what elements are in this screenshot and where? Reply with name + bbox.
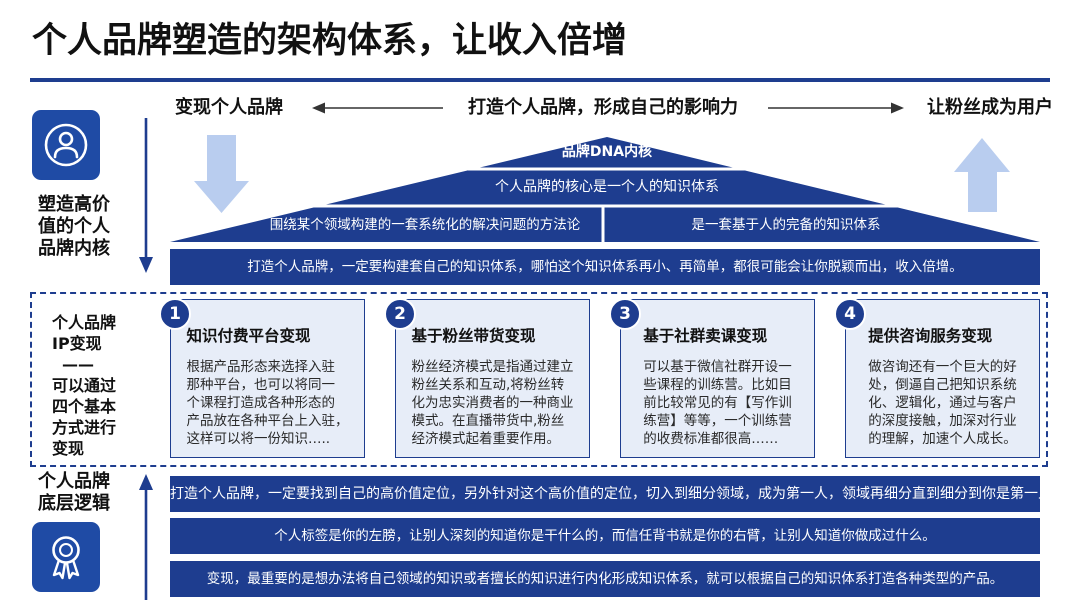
- title-divider: [30, 78, 1050, 82]
- method-card-text: 些课程的训练营。比如目: [643, 377, 792, 393]
- medal-icon-box: [32, 522, 100, 592]
- method-card-text: 根据产品形态来选择入驻: [186, 359, 336, 375]
- method-card-text: 做咨询还有一个巨大的好: [868, 359, 1017, 375]
- method-card-text: 化为忠实消费者的一种商业: [411, 395, 574, 411]
- foundation-bar-knowledge: 变现，最重要的是想办法将自己领域的知识或者擅长的知识进行内化形成知识体系，就可以…: [170, 561, 1040, 597]
- method-card-text: 的收费标准都很高……: [643, 431, 779, 447]
- method-card-text: 可以基于微信社群开设一: [643, 359, 792, 375]
- method-card-title: 提供咨询服务变现: [868, 327, 993, 345]
- flow-right-label: 让粉丝成为用户: [927, 97, 1053, 118]
- roof-base-bar: 打造个人品牌，一定要构建套自己的知识体系，哪怕这个知识体系再小、再简单，都很可能…: [170, 249, 1040, 285]
- foundation-label-line: 个人品牌: [38, 471, 110, 492]
- foundation-direction-arrowhead: [139, 474, 153, 490]
- monetization-section-label: 个人品牌 IP变现 —— 可以通过 四个基本 方式进行 变现: [52, 312, 116, 459]
- method-card-1: 1 知识付费平台变现 根据产品形态来选择入驻 那种平台，也可以将同一 个课程打造…: [159, 298, 365, 458]
- method-card-text: 产品放在各种平台上入驻，: [186, 413, 349, 429]
- method-card-text: 前比较常见的有【写作训: [643, 395, 792, 411]
- monetization-dashed-frame: [30, 292, 1048, 467]
- core-section-label: 塑造高价 值的个人 品牌内核: [38, 194, 110, 260]
- method-card-text: 练营】等等，一个训练营: [643, 413, 792, 429]
- foundation-label-line: 底层逻辑: [38, 493, 110, 514]
- method-number-badge: 2: [384, 298, 416, 330]
- method-card-text: 的深度接触，加深对行业: [868, 413, 1017, 429]
- monetization-label-dash: ——: [62, 355, 94, 374]
- method-card-text: 这样可以将一份知识…..: [186, 431, 331, 447]
- core-direction-arrowhead: [139, 257, 153, 273]
- method-card-text: 化、逻辑化，通过与客户: [868, 395, 1017, 411]
- method-number-badge: 1: [159, 298, 191, 330]
- core-label-line: 值的个人: [38, 216, 110, 237]
- monetization-label-line: 方式进行: [52, 418, 117, 437]
- flow-arrow-left-head: [312, 102, 325, 114]
- monetization-label-line: 个人品牌: [52, 313, 117, 332]
- roof-shape: [170, 137, 1040, 242]
- method-card-title: 知识付费平台变现: [186, 327, 311, 345]
- big-up-arrow: [954, 138, 1010, 212]
- method-card-2: 2 基于粉丝带货变现 粉丝经济模式是指通过建立 粉丝关系和互动,将粉丝转 化为忠…: [384, 298, 590, 458]
- medal-icon: [52, 536, 80, 580]
- method-card-text: 的理解，加速个人成长。: [868, 431, 1017, 447]
- big-down-arrow: [194, 135, 249, 213]
- roof-left-label: 围绕某个领域构建的一套系统化的解决问题的方法论: [269, 217, 581, 233]
- method-number-badge: 3: [609, 298, 641, 330]
- method-card-text: 那种平台，也可以将同一: [186, 377, 336, 393]
- monetization-label-line: IP变现: [52, 334, 102, 353]
- method-card-4: 4 提供咨询服务变现 做咨询还有一个巨大的好 处，倒逼自己把知识系统 化、逻辑化…: [834, 298, 1040, 458]
- method-card-3: 3 基于社群卖课变现 可以基于微信社群开设一 些课程的训练营。比如目 前比较常见…: [609, 298, 815, 458]
- roof-apex-label: 品牌DNA内核: [561, 144, 653, 160]
- core-label-line: 品牌内核: [38, 238, 110, 259]
- monetization-label-line: 四个基本: [52, 397, 117, 416]
- method-card-text: 粉丝经济模式是指通过建立: [411, 359, 574, 375]
- method-card-title: 基于社群卖课变现: [643, 327, 768, 345]
- method-card-text: 粉丝关系和互动,将粉丝转: [411, 377, 565, 393]
- roof-middle-label: 个人品牌的核心是一个人的知识体系: [495, 179, 719, 195]
- monetization-label-line: 可以通过: [52, 376, 117, 395]
- flow-center-label: 打造个人品牌，形成自己的影响力: [468, 97, 738, 118]
- method-card-title: 基于粉丝带货变现: [411, 327, 536, 345]
- monetization-label-line: 变现: [52, 439, 85, 458]
- method-number-badge: 4: [834, 298, 866, 330]
- foundation-bar-labels: 个人标签是你的左膀，让别人深刻的知道你是干什么的，而信任背书就是你的右臂，让别人…: [170, 518, 1040, 554]
- person-icon: [44, 123, 88, 167]
- flow-left-label: 变现个人品牌: [175, 97, 283, 118]
- foundation-bar-positioning: 打造个人品牌，一定要找到自己的高价值定位，另外针对这个高价值的定位，切入到细分领…: [170, 476, 1052, 512]
- person-icon-box: [32, 110, 100, 180]
- method-card-text: 处，倒逼自己把知识系统: [868, 377, 1017, 393]
- core-label-line: 塑造高价: [38, 194, 110, 215]
- roof-right-label: 是一套基于人的完备的知识体系: [691, 217, 881, 233]
- method-card-text: 个课程打造成各种形态的: [186, 395, 336, 411]
- method-card-text: 模式。在直播带货中,粉丝: [411, 413, 565, 429]
- flow-arrow-right-head: [891, 102, 904, 114]
- method-card-text: 经济模式起着重要作用。: [411, 431, 561, 447]
- foundation-section-label: 个人品牌 底层逻辑: [38, 471, 110, 515]
- page-title: 个人品牌塑造的架构体系，让收入倍增: [32, 21, 628, 61]
